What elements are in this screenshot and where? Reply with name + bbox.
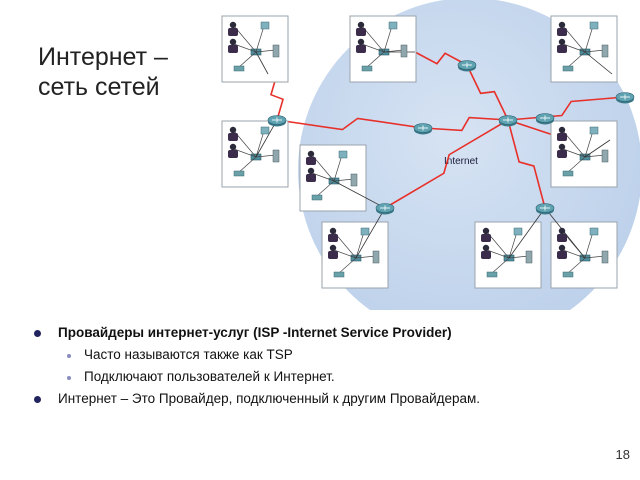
- router-icon: [457, 60, 477, 72]
- server-icon: [601, 149, 609, 163]
- server-icon: [601, 44, 609, 58]
- computer-icon: [589, 227, 599, 236]
- computer-icon: [360, 227, 370, 236]
- phone-icon: [233, 170, 245, 177]
- user-icon: [228, 143, 238, 158]
- bullet-text: Провайдеры интернет-услуг (ISP -Internet…: [58, 325, 452, 340]
- user-icon: [481, 244, 491, 259]
- bullet-text: Интернет – Это Провайдер, подключенный к…: [58, 391, 481, 406]
- user-icon: [228, 21, 238, 36]
- phone-icon: [562, 271, 574, 278]
- user-icon: [557, 38, 567, 53]
- user-icon: [557, 143, 567, 158]
- computer-icon: [589, 21, 599, 30]
- lan-box: [474, 207, 546, 289]
- user-icon: [356, 21, 366, 36]
- router-icon: [267, 115, 287, 127]
- serial-link: [507, 119, 546, 209]
- server-icon: [601, 250, 609, 264]
- user-icon: [328, 227, 338, 242]
- phone-icon: [562, 65, 574, 72]
- title-line-1: Интернет –: [38, 43, 168, 71]
- user-icon: [481, 227, 491, 242]
- serial-link: [270, 73, 284, 121]
- serial-link: [466, 64, 509, 121]
- lan-box: [221, 119, 289, 188]
- sub-bullet-text: Подключают пользователей к Интернет.: [84, 369, 335, 384]
- router-icon: [498, 115, 518, 127]
- serial-link: [507, 96, 626, 121]
- sub-bullet-tsp: Часто называются также как TSP: [34, 344, 624, 366]
- phone-icon: [361, 65, 373, 72]
- user-icon: [356, 38, 366, 53]
- lan-box: [550, 120, 618, 188]
- server-icon: [350, 173, 358, 187]
- title-line-2: сеть сетей: [38, 73, 160, 101]
- user-icon: [306, 150, 316, 165]
- slide-title: Интернет – сеть сетей: [38, 42, 168, 102]
- user-icon: [228, 38, 238, 53]
- computer-icon: [260, 21, 270, 30]
- user-icon: [228, 126, 238, 141]
- server-icon: [272, 44, 280, 58]
- phone-icon: [333, 271, 345, 278]
- user-icon: [328, 244, 338, 259]
- lan-box: [544, 207, 618, 289]
- lan-box: [221, 15, 289, 83]
- serial-link: [422, 116, 509, 132]
- router-icon: [535, 113, 555, 125]
- bullet-list: Провайдеры интернет-услуг (ISP -Internet…: [34, 322, 624, 410]
- router-icon: [615, 92, 635, 104]
- server-icon: [525, 250, 533, 264]
- serial-link: [414, 51, 468, 66]
- computer-icon: [513, 227, 523, 236]
- bullet-internet: Интернет – Это Провайдер, подключенный к…: [34, 388, 624, 410]
- user-icon: [306, 167, 316, 182]
- serial-link: [276, 117, 424, 131]
- lan-box: [321, 207, 389, 289]
- computer-icon: [388, 21, 398, 30]
- routers: [267, 60, 635, 215]
- lan-box: [299, 144, 386, 212]
- router-icon: [413, 123, 433, 135]
- user-icon: [557, 21, 567, 36]
- lan-box: [349, 15, 417, 83]
- phone-icon: [562, 170, 574, 177]
- serial-link: [384, 119, 509, 209]
- router-icon: [375, 203, 395, 215]
- sub-bullet-text: Часто называются также как TSP: [84, 347, 293, 362]
- user-icon: [557, 227, 567, 242]
- bullet-isp: Провайдеры интернет-услуг (ISP -Internet…: [34, 322, 624, 344]
- sub-bullet-connect: Подключают пользователей к Интернет.: [34, 366, 624, 388]
- phone-icon: [486, 271, 498, 278]
- phone-icon: [233, 65, 245, 72]
- server-icon: [400, 44, 408, 58]
- server-icon: [372, 250, 380, 264]
- computer-icon: [589, 126, 599, 135]
- user-icon: [557, 126, 567, 141]
- local-networks: [221, 15, 618, 289]
- computer-icon: [338, 150, 348, 159]
- server-icon: [272, 149, 280, 163]
- computer-icon: [260, 126, 270, 135]
- phone-icon: [311, 194, 323, 201]
- sub-bullet-dot: [67, 354, 71, 358]
- bullet-dot: [34, 330, 41, 337]
- network-diagram: Internet: [221, 0, 640, 310]
- user-icon: [557, 244, 567, 259]
- sub-bullet-dot: [67, 376, 71, 380]
- router-icon: [535, 203, 555, 215]
- page-number: 18: [615, 447, 630, 462]
- internet-label: Internet: [444, 156, 478, 167]
- lan-box: [550, 15, 618, 83]
- bullet-dot: [34, 396, 41, 403]
